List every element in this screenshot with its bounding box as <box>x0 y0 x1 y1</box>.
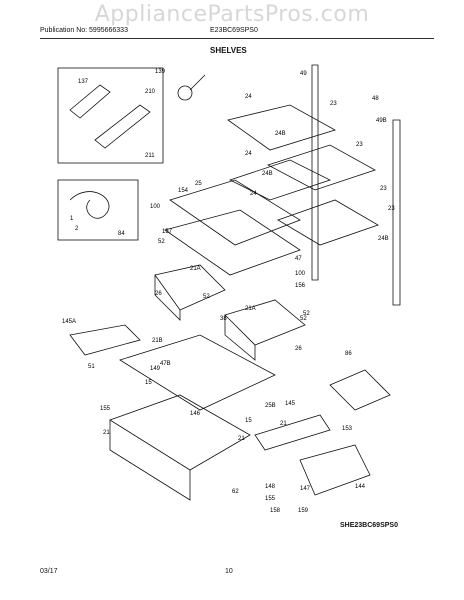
callout-label: 15 <box>145 380 152 386</box>
control-panel <box>254 414 331 451</box>
callout-label: 21 <box>238 436 245 442</box>
callout-label: 139 <box>155 69 166 75</box>
watermark: AppliancePartsPros.com <box>94 2 370 27</box>
callout-label: 86 <box>345 351 352 357</box>
inset-box-top <box>57 67 164 164</box>
section-title: SHELVES <box>210 46 247 55</box>
callout-label: 144 <box>355 484 366 490</box>
callout-label: 155 <box>265 496 276 502</box>
callout-label: 23 <box>356 142 363 148</box>
callout-label: 62 <box>232 489 239 495</box>
callout-label: 100 <box>150 204 161 210</box>
model-number: E23BC69SPS0 <box>210 27 258 34</box>
header-rule <box>40 38 434 39</box>
rail-145a <box>69 324 141 356</box>
callout-label: 51 <box>88 364 95 370</box>
callout-label: 145A <box>62 319 76 325</box>
callout-label: 52 <box>203 294 210 300</box>
callout-label: 21 <box>280 421 287 427</box>
callout-label: 84 <box>118 231 125 237</box>
callout-label: 23 <box>330 101 337 107</box>
callout-label: 24B <box>275 131 286 137</box>
shelf-3 <box>266 144 376 191</box>
shelf-4 <box>277 199 379 246</box>
callout-label: 146 <box>190 411 201 417</box>
callout-label: 52 <box>303 311 310 317</box>
callout-label: 23 <box>388 206 395 212</box>
callout-label: 159 <box>298 508 309 514</box>
callout-label: 211 <box>145 153 155 159</box>
callout-label: 24 <box>245 94 252 100</box>
callout-label: 24B <box>378 236 389 242</box>
callout-label: 49B <box>376 118 387 124</box>
callout-label: 100 <box>295 271 306 277</box>
freezer-drawer <box>109 394 251 471</box>
callout-label: 21A <box>190 266 201 272</box>
filter-cartridge <box>69 84 111 119</box>
callout-label: 148 <box>265 484 276 490</box>
callout-label: 156 <box>295 283 306 289</box>
footer-date: 03/17 <box>40 568 58 575</box>
callout-label: 49 <box>300 71 307 77</box>
callout-label: 157 <box>162 229 173 235</box>
freezer-cover <box>119 334 276 411</box>
callout-label: 147 <box>300 486 311 492</box>
callout-label: 1 <box>70 216 74 222</box>
shelf-2 <box>228 159 332 201</box>
inset-box-bottom <box>57 179 139 241</box>
callout-label: 26 <box>155 291 162 297</box>
wire-rack-86 <box>329 369 391 411</box>
callout-label: 21 <box>103 430 110 436</box>
page-number: 10 <box>225 568 233 575</box>
crisper-drawer-left <box>154 264 226 311</box>
callout-label: 26 <box>295 346 302 352</box>
callout-label: 15 <box>245 418 252 424</box>
callout-label: 47 <box>295 256 302 262</box>
callout-label: 21A <box>245 306 256 312</box>
callout-label: 38 <box>220 316 227 322</box>
callout-label: 52 <box>158 239 165 245</box>
callout-label: 154 <box>178 188 189 194</box>
callout-label: 23 <box>380 186 387 192</box>
callout-label: 25B <box>265 403 276 409</box>
publication-number: Publication No: 5995666333 <box>40 27 128 34</box>
crisper-drawer-right <box>224 299 306 346</box>
callout-label: 48 <box>372 96 379 102</box>
callout-label: 145 <box>285 401 296 407</box>
callout-label: 2 <box>75 226 79 232</box>
callout-label: 24B <box>262 171 273 177</box>
callout-label: 24 <box>245 151 252 157</box>
callout-label: 25 <box>195 181 202 187</box>
callout-label: 137 <box>78 79 89 85</box>
callout-label: 24 <box>250 191 257 197</box>
callout-label: 155 <box>100 406 111 412</box>
exploded-parts-diagram: 13713921021110015425157524721A1001565226… <box>57 64 401 514</box>
callout-label: 158 <box>270 508 281 514</box>
callout-label: 47B <box>160 361 171 367</box>
callout-label: 153 <box>342 426 353 432</box>
drawing-code: SHE23BC69SPS0 <box>340 522 398 529</box>
callout-label: 210 <box>145 89 156 95</box>
shelf-1 <box>227 104 337 151</box>
callout-label: 21B <box>152 338 163 344</box>
callout-label: 52 <box>300 316 307 322</box>
callout-labels: 13713921021110015425157524721A1001565226… <box>62 69 395 514</box>
callout-label: 149 <box>150 366 161 372</box>
crisper-cover <box>169 179 301 246</box>
rail-right <box>392 119 401 306</box>
